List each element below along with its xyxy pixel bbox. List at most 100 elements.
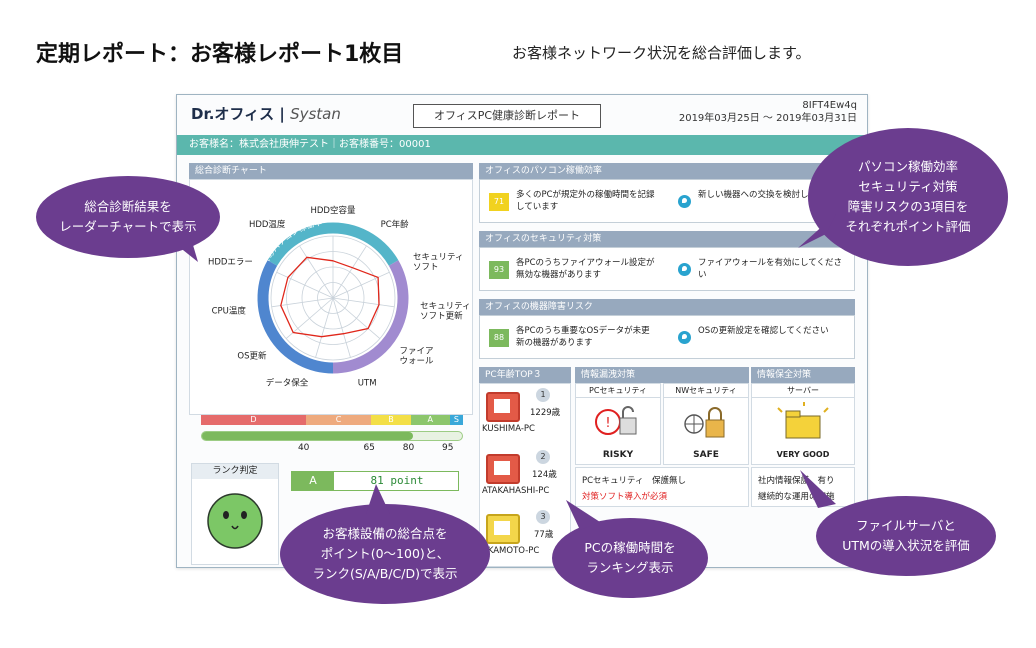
rank-bar-segment: D: [201, 415, 306, 425]
security-header: オフィスのセキュリティ対策: [479, 231, 855, 247]
radar-axis-label: データ保全: [266, 377, 309, 388]
folder-icon: [777, 402, 829, 439]
failure-header: オフィスの機器障害リスク: [479, 299, 855, 315]
nw-security-cell: NWセキュリティ SAFE: [663, 383, 749, 465]
server-label: サーバー: [752, 384, 854, 398]
radar-axis-line: [332, 297, 351, 358]
page-subtitle: お客様ネットワーク状況を総合評価します。: [512, 44, 811, 62]
efficiency-header: オフィスのパソコン稼働効率: [479, 163, 855, 179]
radar-ring-segment: [332, 260, 409, 374]
smiley-face-icon: [207, 493, 263, 549]
pc-age: 1229歳: [530, 408, 561, 418]
progress-track: [201, 431, 463, 441]
efficiency-row: 71 多くのPCが規定外の稼働時間を記録しています 新しい機器への交換を検討しま…: [479, 179, 855, 223]
radar-axis-line: [299, 245, 334, 299]
radar-axis-line: [315, 297, 334, 358]
radar-axis-line: [332, 297, 381, 339]
radar-axis-label: HDD温度: [249, 219, 286, 230]
progress-tick-label: 40: [297, 443, 310, 453]
rank-badge: 2: [536, 450, 550, 464]
pc-name: ATAKAHASHI-PC: [482, 486, 550, 496]
report-id-and-date: 8IFT4Ew4q 2019年03月25日 〜 2019年03月31日: [679, 99, 857, 125]
radar-series: [280, 256, 380, 338]
rank-panel-header: ランク判定: [192, 464, 278, 479]
pc-security-cell: PCセキュリティ ! RISKY: [575, 383, 661, 465]
pc-rank-item: 1 1229歳 KUSHIMA-PC: [480, 384, 572, 444]
efficiency-advice: 新しい機器への交換を検討しましょう: [698, 190, 843, 200]
pc-note-cell: PCセキュリティ 保護無し 対策ソフト導入が必須: [575, 467, 749, 507]
page-title: 定期レポート：お客様レポート1枚目: [36, 42, 404, 67]
progress-tick-label: 80: [402, 443, 415, 453]
pc-top-list: 1 1229歳 KUSHIMA-PC 2 124歳 ATAKAHASHI-PC …: [479, 383, 571, 567]
security-text: 各PCのうちファイアウォール設定が無効な機器があります: [516, 258, 655, 280]
server-note2: 継続的な運用の実施: [758, 492, 835, 502]
radar-axis-label: セキュリティソフト更新: [420, 302, 471, 322]
rank-letter: A: [292, 472, 334, 490]
nw-security-label: NWセキュリティ: [664, 384, 748, 398]
pc-rank-item: 3 77歳 AKAMOTO-PC: [480, 506, 572, 566]
server-cell: サーバー VERY GOOD: [751, 383, 855, 465]
callout-tail: [168, 228, 198, 262]
pc-note: PCセキュリティ 保護無し: [582, 476, 687, 486]
callout-tail: [800, 470, 836, 508]
protect-header: 情報保全対策: [751, 367, 855, 383]
callout-ranking: PCの稼働時間を ランキング表示: [552, 518, 708, 598]
server-note: 社内情報保護 有り: [758, 476, 835, 486]
failure-text: 各PCのうち重要なOSデータが未更新の機器があります: [516, 326, 650, 348]
pc-name: AKAMOTO-PC: [482, 546, 540, 556]
radar-axis-label: HDD空容量: [311, 205, 356, 216]
advice-icon: [678, 263, 691, 276]
sick-pc-icon: [486, 454, 520, 484]
pc-name: KUSHIMA-PC: [482, 424, 535, 434]
rank-bar-segment: C: [305, 415, 372, 425]
risky-lock-icon: !: [595, 406, 637, 435]
radar-axis-label: セキュリティソフト: [413, 252, 464, 272]
failure-score: 88: [489, 329, 509, 347]
leak-header: 情報漏洩対策: [575, 367, 749, 383]
pc-age: 77歳: [534, 530, 554, 540]
chart-section-header: 総合診断チャート: [189, 163, 473, 179]
radar-axis-label: CPU温度: [212, 306, 247, 317]
progress-tick-label: 65: [363, 443, 375, 453]
rank-bar-segment: A: [410, 415, 450, 425]
radar-axis-label: HDDエラー: [208, 257, 253, 267]
pc-age: 124歳: [532, 470, 557, 480]
radar-axis-line: [332, 245, 367, 299]
svg-text:!: !: [605, 416, 610, 431]
rank-panel: ランク判定: [191, 463, 279, 565]
radar-axis-label: OS更新: [237, 351, 267, 362]
rank-badge: 3: [536, 510, 550, 524]
chart-area: オフィスのパソコン稼働率オフィスのセキュリティ対策オフィスの機器障害リスク HD…: [189, 179, 473, 415]
failure-row: 88 各PCのうち重要なOSデータが未更新の機器があります OSの更新設定を確認…: [479, 315, 855, 359]
radar-axis-line: [271, 297, 334, 308]
progress-fill: [202, 432, 413, 440]
rank-bar-segment: B: [371, 415, 411, 425]
callout-tail: [798, 214, 836, 248]
report-panel: Dr.オフィス | Systan オフィスPC健康診断レポート 8IFT4Ew4…: [176, 94, 868, 568]
pc-rank-item: 2 124歳 ATAKAHASHI-PC: [480, 446, 572, 506]
logo: Dr.オフィス | Systan: [191, 105, 341, 123]
pc-security-label: PCセキュリティ: [576, 384, 660, 398]
customer-bar: お客様名：株式会社庚伸テスト｜お客様番号：00001: [177, 135, 867, 155]
callout-tail: [566, 500, 600, 530]
radar-ring-segment: [257, 260, 334, 374]
efficiency-score: 71: [489, 193, 509, 211]
radar-axis-label: PC年齢: [381, 219, 410, 230]
sick-pc-icon: [486, 392, 520, 422]
point-text: 81 point: [370, 474, 424, 487]
radar-axis-line: [276, 271, 334, 299]
security-advice: ファイアウォールを有効にしてください: [698, 258, 842, 280]
advice-icon: [678, 331, 691, 344]
server-status: VERY GOOD: [776, 450, 830, 459]
pc-warning: 対策ソフト導入が必須: [582, 492, 668, 502]
callout-point: お客様設備の総合点を ポイント(0〜100)と、 ランク(S/A/B/C/D)で…: [280, 504, 490, 604]
report-title: オフィスPC健康診断レポート: [413, 104, 601, 128]
callout-tail: [366, 484, 390, 514]
pc-security-status: RISKY: [602, 450, 634, 460]
safe-lock-icon: [684, 407, 725, 438]
security-score: 93: [489, 261, 509, 279]
advice-icon: [678, 195, 691, 208]
